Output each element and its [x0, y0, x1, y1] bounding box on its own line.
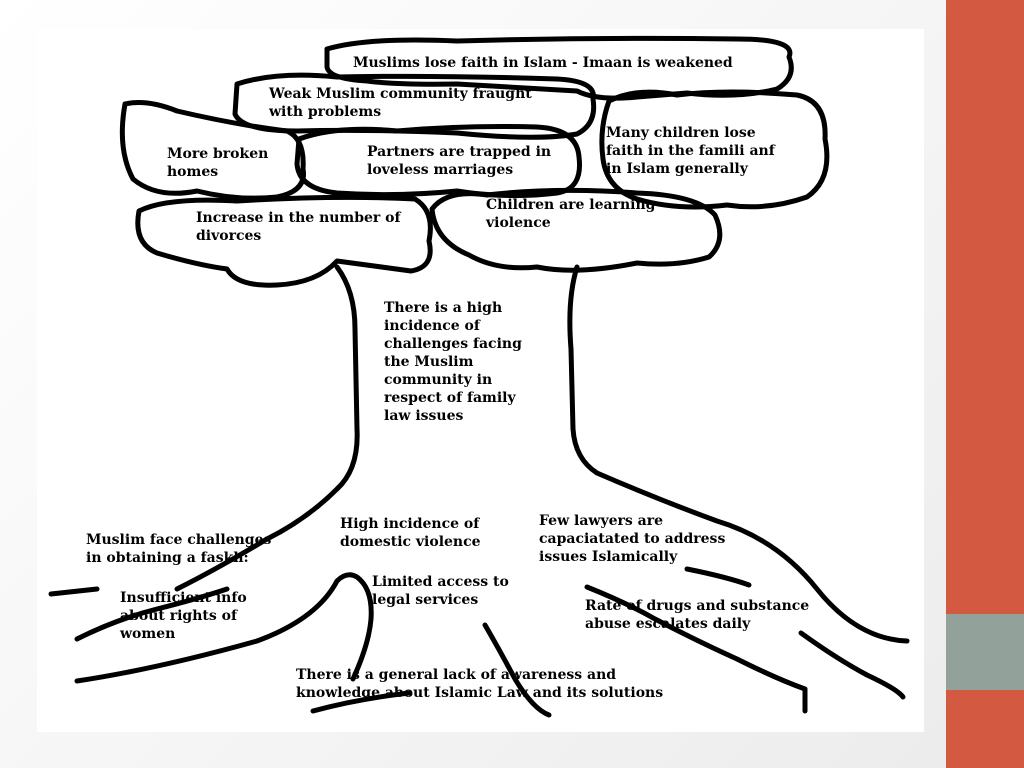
text-line: Rate of drugs and substance: [585, 598, 810, 614]
label-drugs: Rate of drugs and substance abuse escala…: [585, 597, 809, 633]
text-line: violence: [486, 215, 551, 231]
label-loveless-marriages: Partners are trapped in loveless marriag…: [367, 143, 551, 179]
label-insufficient-info: Insufficient info about rights of women: [120, 589, 247, 643]
text-line: incidence of: [384, 318, 480, 334]
text-line: in Islam generally: [606, 161, 748, 177]
text-line: respect of family: [384, 390, 516, 406]
text-line: Limited access to: [372, 574, 509, 590]
label-awareness: There is a general lack of awareness and…: [296, 666, 663, 702]
root-mid-1: [310, 690, 412, 714]
label-broken-homes: More broken homes: [167, 145, 268, 181]
text-line: Insufficient info: [120, 590, 247, 606]
text-line: Muslims lose faith in Islam - Imaan is w…: [353, 55, 733, 71]
text-line: with problems: [269, 104, 382, 120]
label-legal-access: Limited access to legal services: [372, 573, 509, 609]
text-line: the Muslim: [384, 354, 474, 370]
accent-bar-orange-bottom: [946, 690, 1024, 768]
cloud-loveless: [294, 124, 583, 199]
text-line: community in: [384, 372, 493, 388]
text-line: There is a general lack of awareness and: [296, 667, 617, 683]
label-children-faith: Many children lose faith in the famili a…: [606, 124, 775, 178]
text-line: More broken: [167, 146, 269, 162]
text-line: challenges facing: [384, 336, 522, 352]
text-line: Partners are trapped in: [367, 144, 552, 160]
label-faith-weakened: Muslims lose faith in Islam - Imaan is w…: [353, 54, 733, 72]
text-line: about rights of: [120, 608, 237, 624]
label-few-lawyers: Few lawyers are capaciatated to address …: [539, 512, 725, 566]
text-line: Children are learning: [486, 197, 656, 213]
text-line: Muslim face challenges: [86, 532, 272, 548]
text-line: There is a high: [384, 300, 503, 316]
accent-bar-gray: [946, 614, 1024, 690]
text-line: Few lawyers are: [539, 513, 663, 529]
cloud-divorces: [135, 194, 433, 288]
root-right-1: [684, 566, 752, 588]
text-line: domestic violence: [340, 534, 481, 550]
root-left-1: [48, 586, 100, 597]
text-line: women: [120, 626, 176, 642]
root-mid-2: [482, 622, 552, 718]
text-line: knowledge about Islamic Law and its solu…: [296, 685, 664, 701]
label-domestic-violence: High incidence of domestic violence: [340, 515, 481, 551]
text-line: divorces: [196, 228, 262, 244]
text-line: legal services: [372, 592, 479, 608]
text-line: homes: [167, 164, 219, 180]
root-right-2: [584, 584, 808, 714]
text-line: abuse escalates daily: [585, 616, 751, 632]
cloud-violence-learning: [429, 187, 723, 273]
label-trunk-challenges: There is a high incidence of challenges …: [384, 299, 522, 425]
text-line: capaciatated to address: [539, 531, 726, 547]
trunk-right: [567, 264, 910, 644]
text-line: Weak Muslim community fraught: [269, 86, 532, 102]
tree-drawing: [48, 35, 910, 718]
root-right-3: [798, 630, 906, 700]
cloud-children-faith: [599, 89, 830, 210]
text-line: loveless marriages: [367, 162, 514, 178]
label-faskh: Muslim face challenges in obtaining a fa…: [86, 531, 271, 567]
accent-bar-orange-top: [946, 0, 1024, 614]
trunk-left: [174, 264, 360, 592]
label-children-violence: Children are learning violence: [486, 196, 655, 232]
cloud-weak-community: [232, 72, 597, 140]
cloud-broken-homes: [119, 100, 306, 201]
tree-diagram: Muslims lose faith in Islam - Imaan is w…: [37, 29, 924, 732]
text-line: in obtaining a faskh:: [86, 550, 249, 566]
label-divorces: Increase in the number of divorces: [196, 209, 401, 245]
text-line: law issues: [384, 408, 464, 424]
text-line: issues Islamically: [539, 549, 678, 565]
text-line: Increase in the number of: [196, 210, 401, 226]
root-left-2: [74, 586, 230, 642]
text-line: Many children lose: [606, 125, 756, 141]
label-weak-community: Weak Muslim community fraught with probl…: [269, 85, 532, 121]
root-left-3: [74, 572, 374, 684]
text-line: faith in the famili anf: [606, 143, 775, 159]
text-line: High incidence of: [340, 516, 480, 532]
